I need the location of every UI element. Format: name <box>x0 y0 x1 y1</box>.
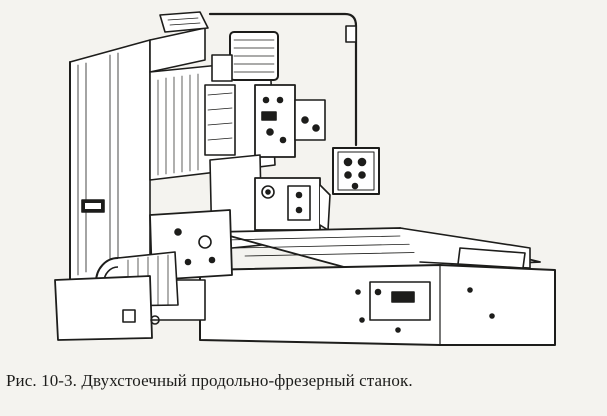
crossbeam <box>149 11 276 181</box>
left-column <box>69 39 151 281</box>
figure-caption: Рис. 10-3. Двухстоечный продольно-фрезер… <box>6 371 413 390</box>
top-motor <box>211 31 279 82</box>
worktable <box>214 227 541 271</box>
column-panel <box>254 84 326 158</box>
machine-illustration <box>54 11 556 346</box>
machine-bed <box>199 264 556 346</box>
pendant-control <box>208 12 380 195</box>
base-pedestal <box>54 275 160 341</box>
